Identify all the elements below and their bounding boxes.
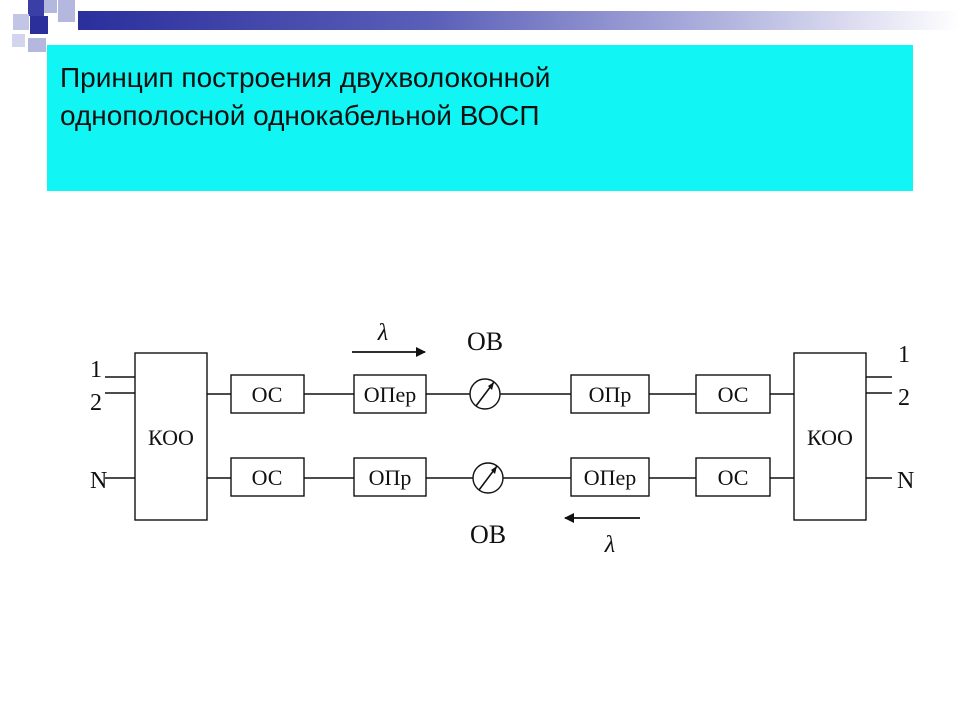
corner-square-6: [12, 34, 25, 47]
top-opr-label: ОПр: [589, 382, 632, 407]
fiber-connector-bottom-arrowhead: [491, 466, 497, 474]
title-line-2: однополосной однокабельной ВОСП: [60, 100, 540, 131]
top-opr-box: [570, 374, 650, 414]
top-os-left-box: [230, 374, 305, 414]
top-os-left-label: ОС: [252, 382, 283, 407]
fiber-top-label: ОВ: [467, 327, 503, 356]
top-os-right-box: [695, 374, 771, 414]
top-oper-box: [353, 374, 427, 414]
corner-square-4: [13, 14, 29, 30]
left-koo-label: КОО: [148, 425, 194, 450]
right-koo-box: [793, 352, 867, 521]
title-line-1: Принцип построения двухволоконной: [60, 62, 551, 93]
bottom-os-left-box: [230, 457, 305, 497]
corner-square-2: [44, 0, 57, 13]
corner-square-7: [28, 38, 46, 52]
left-channel-2-label: 2: [90, 390, 102, 416]
wavelength-top-label: λ: [377, 320, 388, 346]
left-channel-1-label: 1: [90, 357, 102, 383]
bottom-os-right-box: [695, 457, 771, 497]
bottom-opr-box: [353, 457, 427, 497]
bottom-os-right-label: ОС: [718, 465, 749, 490]
corner-square-5: [30, 16, 48, 34]
header-gradient-bar: [78, 11, 960, 30]
right-koo-label: КОО: [807, 425, 853, 450]
bottom-os-left-label: ОС: [252, 465, 283, 490]
left-koo-box: [134, 352, 208, 521]
bottom-oper-box: [570, 457, 650, 497]
wavelength-bottom-label: λ: [604, 532, 615, 558]
bottom-opr-label: ОПр: [369, 465, 412, 490]
fiber-connector-top-icon: [469, 378, 501, 410]
bottom-oper-label: ОПер: [584, 465, 637, 490]
corner-square-1: [28, 0, 44, 16]
fiber-bottom-label: ОВ: [470, 520, 506, 549]
top-os-right-label: ОС: [718, 382, 749, 407]
slide-title: Принцип построения двухволоконной однопо…: [60, 59, 900, 135]
left-channel-n-label: N: [90, 468, 107, 494]
right-channel-2-label: 2: [898, 385, 910, 411]
fiber-connector-bottom-icon: [472, 462, 504, 494]
title-box: Принцип построения двухволоконной однопо…: [47, 45, 913, 191]
right-channel-1-label: 1: [898, 342, 910, 368]
right-channel-n-label: N: [897, 468, 914, 494]
top-oper-label: ОПер: [364, 382, 417, 407]
corner-square-3: [58, 0, 75, 22]
fiber-connector-top-arrowhead: [488, 382, 494, 390]
